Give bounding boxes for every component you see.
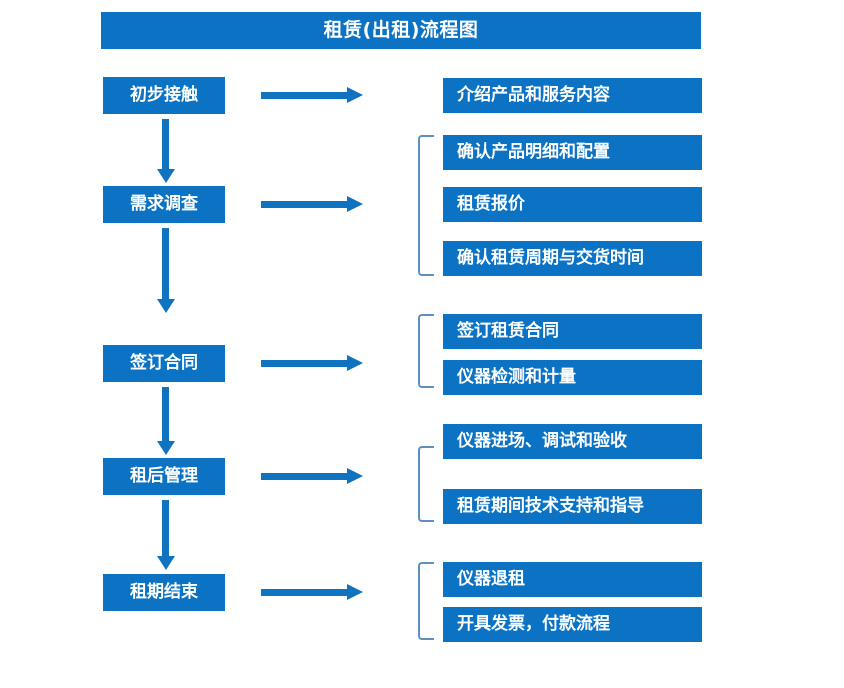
arrow-shaft [261,589,349,596]
detail-box-2-2[interactable]: 租赁报价 [443,187,702,222]
group-bracket-4 [418,446,434,522]
arrow-right-2 [261,194,363,214]
arrow-head [347,196,363,212]
arrow-right-1 [261,85,363,105]
group-bracket-5 [418,562,434,640]
detail-box-2-1[interactable]: 确认产品明细和配置 [443,135,702,170]
arrow-head [157,299,175,313]
group-bracket-2 [418,135,434,276]
arrow-right-4 [261,466,363,486]
arrow-down-4 [156,500,176,570]
arrow-shaft [162,228,169,299]
detail-box-3-1[interactable]: 签订租赁合同 [443,314,702,349]
stage-box-3[interactable]: 签订合同 [103,345,225,382]
group-bracket-3 [418,314,434,388]
arrow-down-1 [156,119,176,183]
stage-box-4[interactable]: 租后管理 [103,458,225,495]
arrow-right-3 [261,353,363,373]
detail-box-1-1[interactable]: 介绍产品和服务内容 [443,78,702,113]
arrow-shaft [162,387,169,441]
stage-box-1[interactable]: 初步接触 [103,77,225,114]
detail-box-2-3[interactable]: 确认租赁周期与交货时间 [443,241,702,276]
arrow-shaft [261,473,349,480]
arrow-shaft [162,119,169,169]
arrow-shaft [261,360,349,367]
arrow-shaft [261,201,349,208]
arrow-down-2 [156,228,176,313]
arrow-head [157,556,175,570]
arrow-right-5 [261,582,363,602]
arrow-head [347,87,363,103]
stage-box-2[interactable]: 需求调查 [103,186,225,223]
arrow-head [157,169,175,183]
detail-box-4-2[interactable]: 租赁期间技术支持和指导 [443,489,702,524]
arrow-down-3 [156,387,176,455]
arrow-shaft [162,500,169,556]
arrow-shaft [261,92,349,99]
page-title: 租赁(出租)流程图 [101,12,701,49]
detail-box-3-2[interactable]: 仪器检测和计量 [443,360,702,395]
detail-box-5-1[interactable]: 仪器退租 [443,562,702,597]
arrow-head [157,441,175,455]
arrow-head [347,355,363,371]
detail-box-5-2[interactable]: 开具发票，付款流程 [443,607,702,642]
arrow-head [347,468,363,484]
stage-box-5[interactable]: 租期结束 [103,574,225,611]
arrow-head [347,584,363,600]
detail-box-4-1[interactable]: 仪器进场、调试和验收 [443,424,702,459]
